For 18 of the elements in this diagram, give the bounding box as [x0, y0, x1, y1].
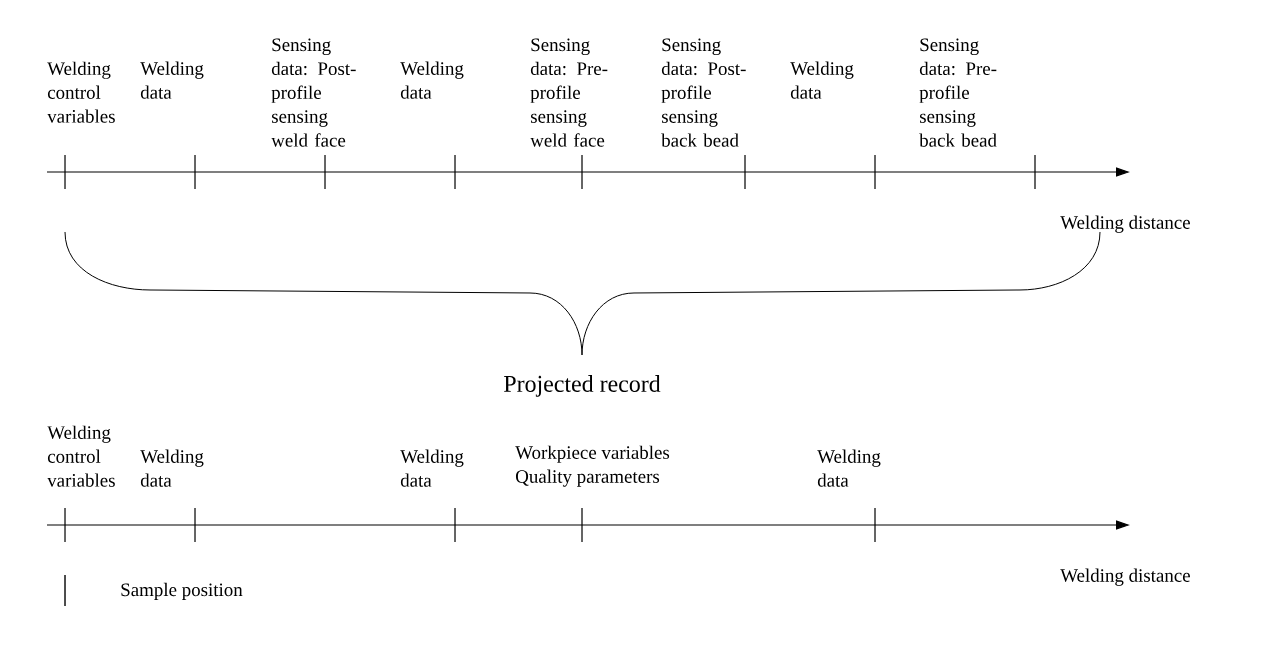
- brace-label: Projected record: [504, 375, 661, 397]
- tick-label: Sensing data: Pre-profile sensing weld face: [530, 38, 608, 147]
- tick-label: Sensing data: Post-profile sensing weld face: [271, 38, 356, 147]
- tick-label: Welding data: [140, 449, 204, 487]
- tick-label: Workpiece variables: [515, 445, 670, 463]
- tick-label: Welding data: [400, 449, 464, 487]
- tick-label: Welding data: [790, 61, 854, 99]
- tick-label: Welding control variables: [47, 61, 115, 123]
- axis-label: Welding distance: [1060, 215, 1190, 233]
- tick-label: Welding data: [817, 449, 881, 487]
- tick-label: Welding control variables: [47, 425, 115, 487]
- legend-label: Sample position: [121, 582, 243, 600]
- tick-label: Quality parameters: [516, 469, 660, 487]
- tick-label: Sensing data: Post-profile sensing back bead: [661, 38, 746, 147]
- tick-label: Sensing data: Pre-profile sensing back bead: [919, 38, 997, 147]
- tick-label: Welding distance: [1060, 568, 1190, 586]
- tick-label: Welding data: [140, 61, 204, 99]
- tick-label: Welding data: [400, 61, 464, 99]
